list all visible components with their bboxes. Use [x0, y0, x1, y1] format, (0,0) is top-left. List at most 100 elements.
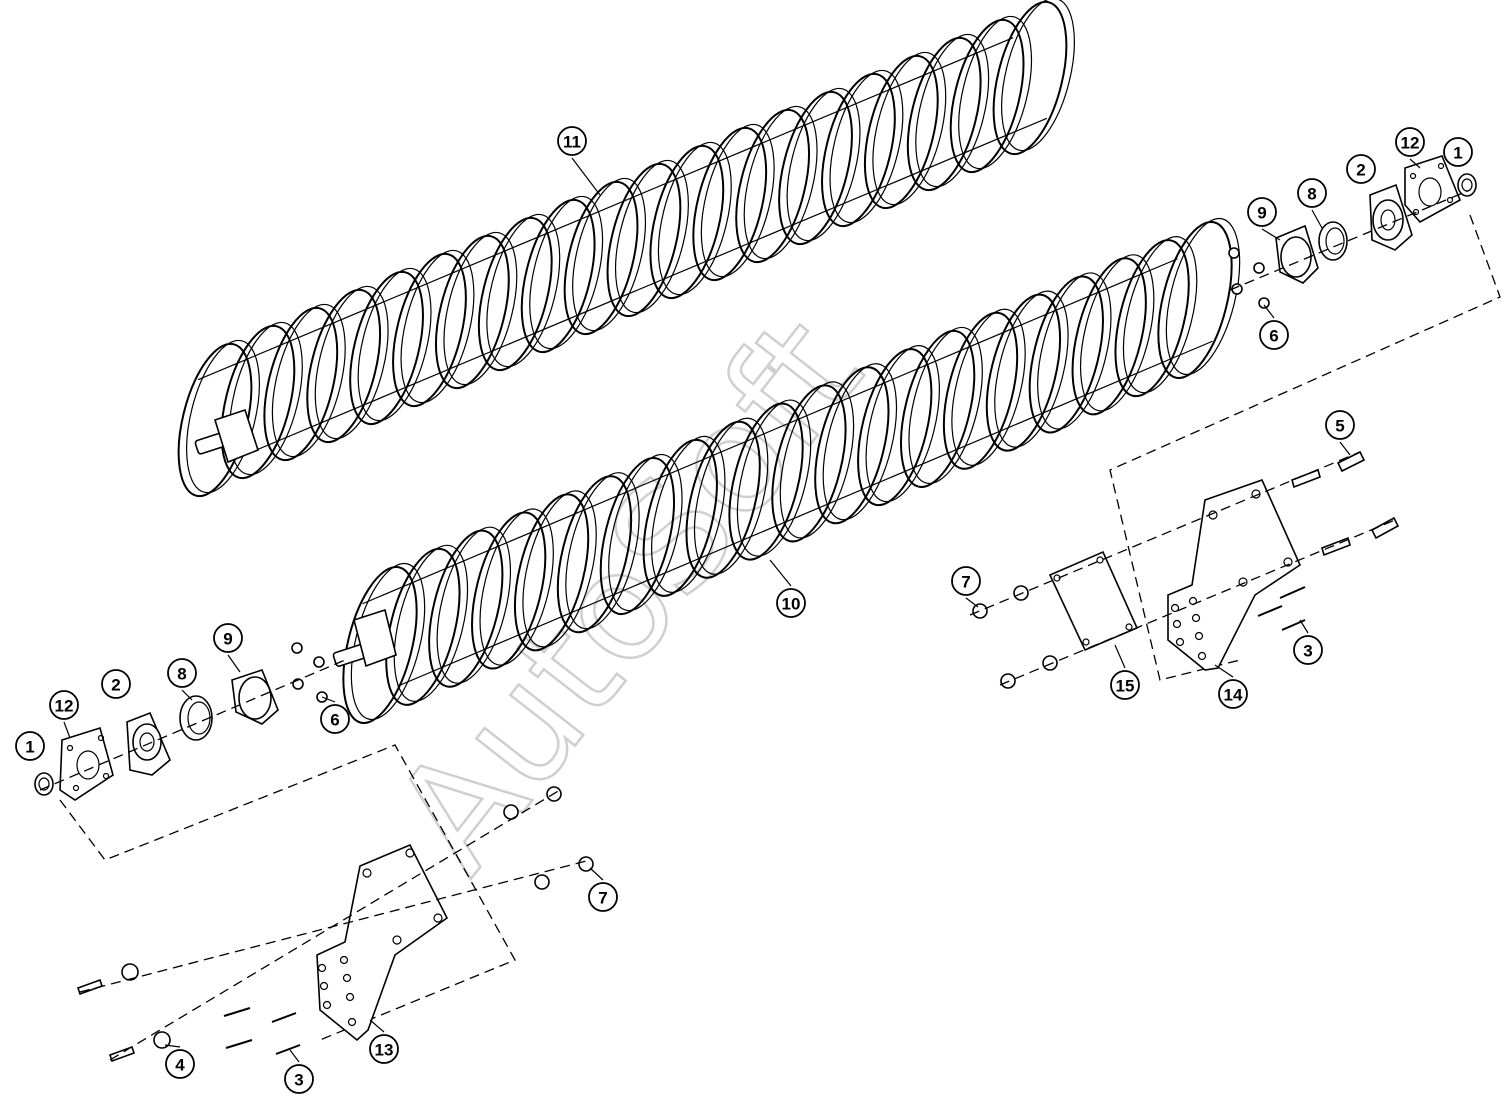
bolts-4-left	[76, 963, 171, 1063]
bracket-plate-13	[316, 843, 449, 1042]
callout-label: 5	[1335, 417, 1344, 436]
callout-label: 1	[1453, 144, 1462, 163]
callout-label: 9	[223, 630, 232, 649]
callout-2: 2	[101, 669, 131, 699]
callout-leader	[181, 689, 193, 701]
callout-9: 9	[1247, 197, 1281, 241]
axis-line-bolt-upper-right	[969, 451, 1361, 616]
callout-label: 6	[1269, 327, 1278, 346]
callout-6: 6	[1259, 304, 1289, 350]
bracket-outline-left	[59, 744, 516, 1041]
callout-11: 11	[557, 126, 601, 196]
callout-circle	[49, 690, 79, 720]
plate-15	[1048, 550, 1139, 652]
callout-label: 2	[111, 676, 120, 695]
callout-circle	[1325, 410, 1355, 440]
axis-line-left	[39, 659, 346, 791]
right-bracket-group	[969, 214, 1501, 689]
axis-line-bolt-upper-left	[79, 859, 591, 993]
callout-leader	[369, 1019, 385, 1033]
callout-8: 8	[1297, 178, 1327, 229]
callout-4: 4	[164, 1044, 195, 1079]
callout-label: 2	[1356, 161, 1365, 180]
callout-leader	[965, 597, 979, 608]
callout-label: 9	[1257, 204, 1266, 223]
callout-label: 12	[55, 697, 74, 716]
callout-circle	[776, 588, 806, 618]
callout-3: 3	[284, 1049, 314, 1094]
callout-label: 12	[1401, 134, 1420, 153]
callout-circle	[1395, 127, 1425, 157]
callout-circle	[1293, 635, 1323, 665]
callout-circle	[369, 1034, 399, 1064]
bearing-cover-9-right	[1275, 224, 1319, 284]
callout-circle	[1346, 154, 1376, 184]
callout-leader	[1299, 619, 1309, 634]
callout-label: 8	[177, 665, 186, 684]
callout-8: 8	[167, 658, 197, 701]
callout-circle	[557, 126, 587, 156]
callout-circle	[213, 623, 243, 653]
callout-leader	[1214, 664, 1234, 678]
callout-circle	[320, 704, 350, 734]
callout-label: 13	[375, 1041, 394, 1060]
screws-3-right	[1257, 586, 1306, 631]
callout-label: 10	[782, 595, 801, 614]
upper-spiral-roller	[177, 0, 1075, 498]
callout-circle	[15, 731, 45, 761]
callout-leader	[289, 1049, 300, 1063]
callout-14: 14	[1214, 664, 1248, 709]
callout-circle	[1218, 679, 1248, 709]
bearing-ring-8-right	[1318, 221, 1348, 261]
lower-spiral-roller	[342, 217, 1241, 725]
callout-leader	[571, 157, 601, 196]
small-nuts-6-right	[1228, 247, 1270, 309]
callout-label: 7	[598, 889, 607, 908]
left-bearing-group	[34, 642, 346, 801]
bracket-plate-14	[1167, 479, 1302, 671]
bracket-outline-right	[1109, 214, 1501, 681]
callout-leader	[227, 654, 241, 673]
callout-12: 12	[1395, 127, 1425, 169]
nuts-7-left	[503, 786, 594, 890]
callout-label: 3	[1303, 642, 1312, 661]
callout-5: 5	[1325, 410, 1355, 456]
callout-10: 10	[769, 559, 806, 618]
watermark: AutoSoft	[360, 286, 896, 903]
callout-circle	[101, 669, 131, 699]
callout-2: 2	[1346, 154, 1376, 184]
callout-leader	[1409, 158, 1421, 169]
callout-leader	[1339, 441, 1351, 456]
callout-7: 7	[951, 566, 981, 608]
callout-12: 12	[49, 690, 79, 739]
callout-15: 15	[1110, 644, 1140, 700]
callout-circle	[1297, 178, 1327, 208]
callout-label: 15	[1116, 677, 1135, 696]
callout-leader	[63, 721, 71, 739]
right-bearing-group	[1228, 155, 1477, 309]
flange-plate-12-right	[1404, 155, 1462, 224]
nut-1-right	[1457, 173, 1477, 197]
nut-1-left	[34, 772, 54, 796]
small-nuts-6-left	[291, 642, 328, 703]
callout-7: 7	[588, 867, 618, 912]
callout-leader	[321, 696, 336, 703]
callout-circle	[1443, 137, 1473, 167]
axis-line-bolt-lower-left	[109, 789, 561, 1061]
callout-circle	[167, 658, 197, 688]
screws-3-left	[223, 1007, 301, 1055]
callout-leader	[589, 867, 604, 881]
callout-circle	[951, 566, 981, 596]
left-bracket-group	[59, 744, 594, 1063]
bolts-5-right	[1291, 450, 1400, 557]
callout-leader	[1114, 644, 1126, 669]
callout-1: 1	[1443, 137, 1473, 167]
callout-circle	[1247, 197, 1277, 227]
bearing-ring-8-left	[179, 695, 213, 741]
watermark-text: AutoSoft	[361, 287, 895, 902]
callout-circle	[588, 882, 618, 912]
callout-leader	[1263, 304, 1275, 319]
axis-line-right	[1229, 189, 1471, 291]
